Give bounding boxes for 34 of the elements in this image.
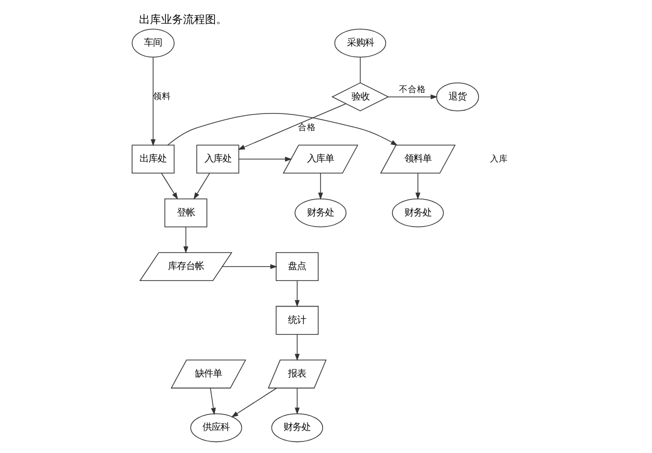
arrow <box>183 226 188 254</box>
arrow <box>210 388 216 415</box>
connector <box>360 56 361 83</box>
arrow <box>150 56 156 146</box>
node-box: 出库处 <box>132 144 175 174</box>
label: 入库 <box>490 154 508 164</box>
arrow <box>238 156 292 162</box>
node-box: 登帐 <box>164 198 208 228</box>
arrow <box>167 113 398 146</box>
arrow <box>415 172 420 200</box>
node-ellipse: 财务处 <box>271 413 324 442</box>
node-ellipse: 车间 <box>132 28 175 58</box>
node-box: 盘点 <box>276 252 319 281</box>
node-box: 入库处 <box>196 144 240 174</box>
arrow <box>238 103 346 150</box>
arrow <box>194 172 210 200</box>
arrow <box>294 280 300 308</box>
node-ellipse: 供应科 <box>190 413 242 442</box>
arrow <box>222 264 278 270</box>
arrow <box>294 388 300 415</box>
node-ellipse: 财务处 <box>294 198 346 228</box>
node-ellipse: 采购科 <box>334 28 386 58</box>
arrow <box>318 172 323 200</box>
edge-label: 合格 <box>298 123 316 134</box>
arrow <box>294 334 300 361</box>
edge-label: 不合格 <box>398 85 426 96</box>
node-box: 统计 <box>276 306 319 335</box>
arrow <box>388 94 438 100</box>
arrow <box>231 388 277 418</box>
node-ellipse: 财务处 <box>392 198 444 228</box>
node-ellipse: 退货 <box>436 82 479 112</box>
node-diamond: 验收 <box>331 82 390 112</box>
arrow <box>161 172 178 200</box>
diagram-title: 出库业务流程图。 <box>139 13 228 26</box>
